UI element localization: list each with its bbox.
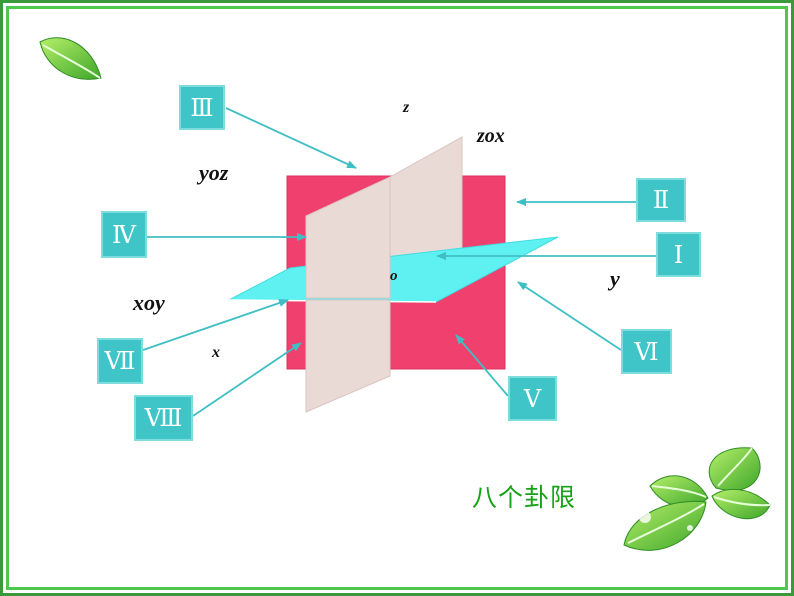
octant-label-8: Ⅷ [134,395,193,441]
zox-plane-front [305,176,391,299]
xoy-plane-label: xoy [133,290,165,315]
octant-label-3: Ⅲ [179,85,225,130]
inner-frame [6,6,788,590]
arrow-octant-7 [142,299,289,351]
caption-eight-octants: 八个卦限 [472,483,577,512]
zox-plane-lower [305,299,391,413]
octant-label-2: Ⅱ [636,178,686,222]
z-axis-label: z [403,99,410,116]
octant-label-6: Ⅵ [621,329,672,374]
octant-label-5: Ⅴ [508,376,557,421]
octant-label-7: Ⅶ [97,338,143,384]
leaf-cluster-icon [623,447,771,551]
octant-label-1: Ⅰ [656,232,701,277]
arrow-octant-5 [455,334,509,397]
x-axis-label: x [212,344,220,361]
octant-label-4: Ⅳ [101,211,147,258]
yoz-plane-label: yoz [199,160,229,185]
y-axis-label: y [610,266,620,291]
arrow-octant-8 [192,342,302,417]
origin-label: o [390,268,398,284]
arrow-octant-6 [517,281,622,351]
arrow-octant-3 [225,107,357,169]
zox-plane-label: zox [477,125,505,147]
leaf-icon-top-left [39,37,102,80]
octant-arrows [142,107,656,417]
